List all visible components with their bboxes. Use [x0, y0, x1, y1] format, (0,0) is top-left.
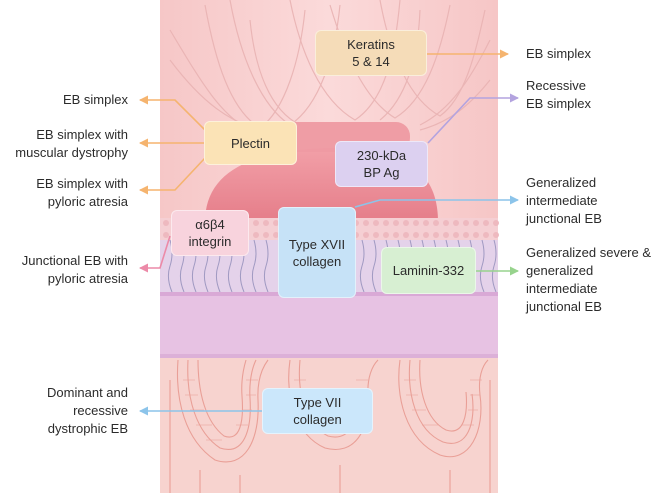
arrow-plectin-eb-simplex	[139, 95, 206, 131]
laminin332-box: Laminin-332	[381, 247, 476, 294]
label-eb-simplex-muscular: EB simplex with muscular dystrophy	[15, 127, 128, 160]
plectin-box: Plectin	[204, 121, 297, 165]
lamina-densa	[160, 292, 498, 358]
label-eb-simplex-plectin: EB simplex	[62, 92, 128, 107]
a6b4-integrin-box: α6β4 integrin	[171, 210, 249, 256]
label-dystrophic-eb: Dominant and recessive dystrophic EB	[47, 385, 128, 436]
arrow-plectin-pyloric	[139, 157, 206, 195]
arrow-bp230	[427, 93, 519, 144]
type7-collagen-box: Type VII collagen	[262, 388, 373, 434]
connector-arrows	[139, 49, 519, 416]
keratins-box: Keratins 5 & 14	[315, 30, 427, 76]
arrow-integrin	[139, 235, 171, 273]
label-eb-simplex-pyloric: EB simplex with pyloric atresia	[36, 176, 128, 209]
label-generalized-intermediate-jeb: Generalized intermediate junctional EB	[526, 175, 602, 226]
type17-collagen-box: Type XVII collagen	[278, 207, 356, 298]
bp230-box: 230-kDa BP Ag	[335, 141, 428, 187]
arrow-type17	[354, 195, 519, 208]
label-eb-simplex-keratin: EB simplex	[526, 46, 592, 61]
anchoring-fibrils	[169, 359, 491, 493]
label-recessive-eb-simplex: Recessive EB simplex	[526, 78, 592, 111]
label-junctional-pyloric: Junctional EB with pyloric atresia	[21, 253, 128, 286]
label-generalized-severe-jeb: Generalized severe & generalized interme…	[526, 245, 652, 314]
